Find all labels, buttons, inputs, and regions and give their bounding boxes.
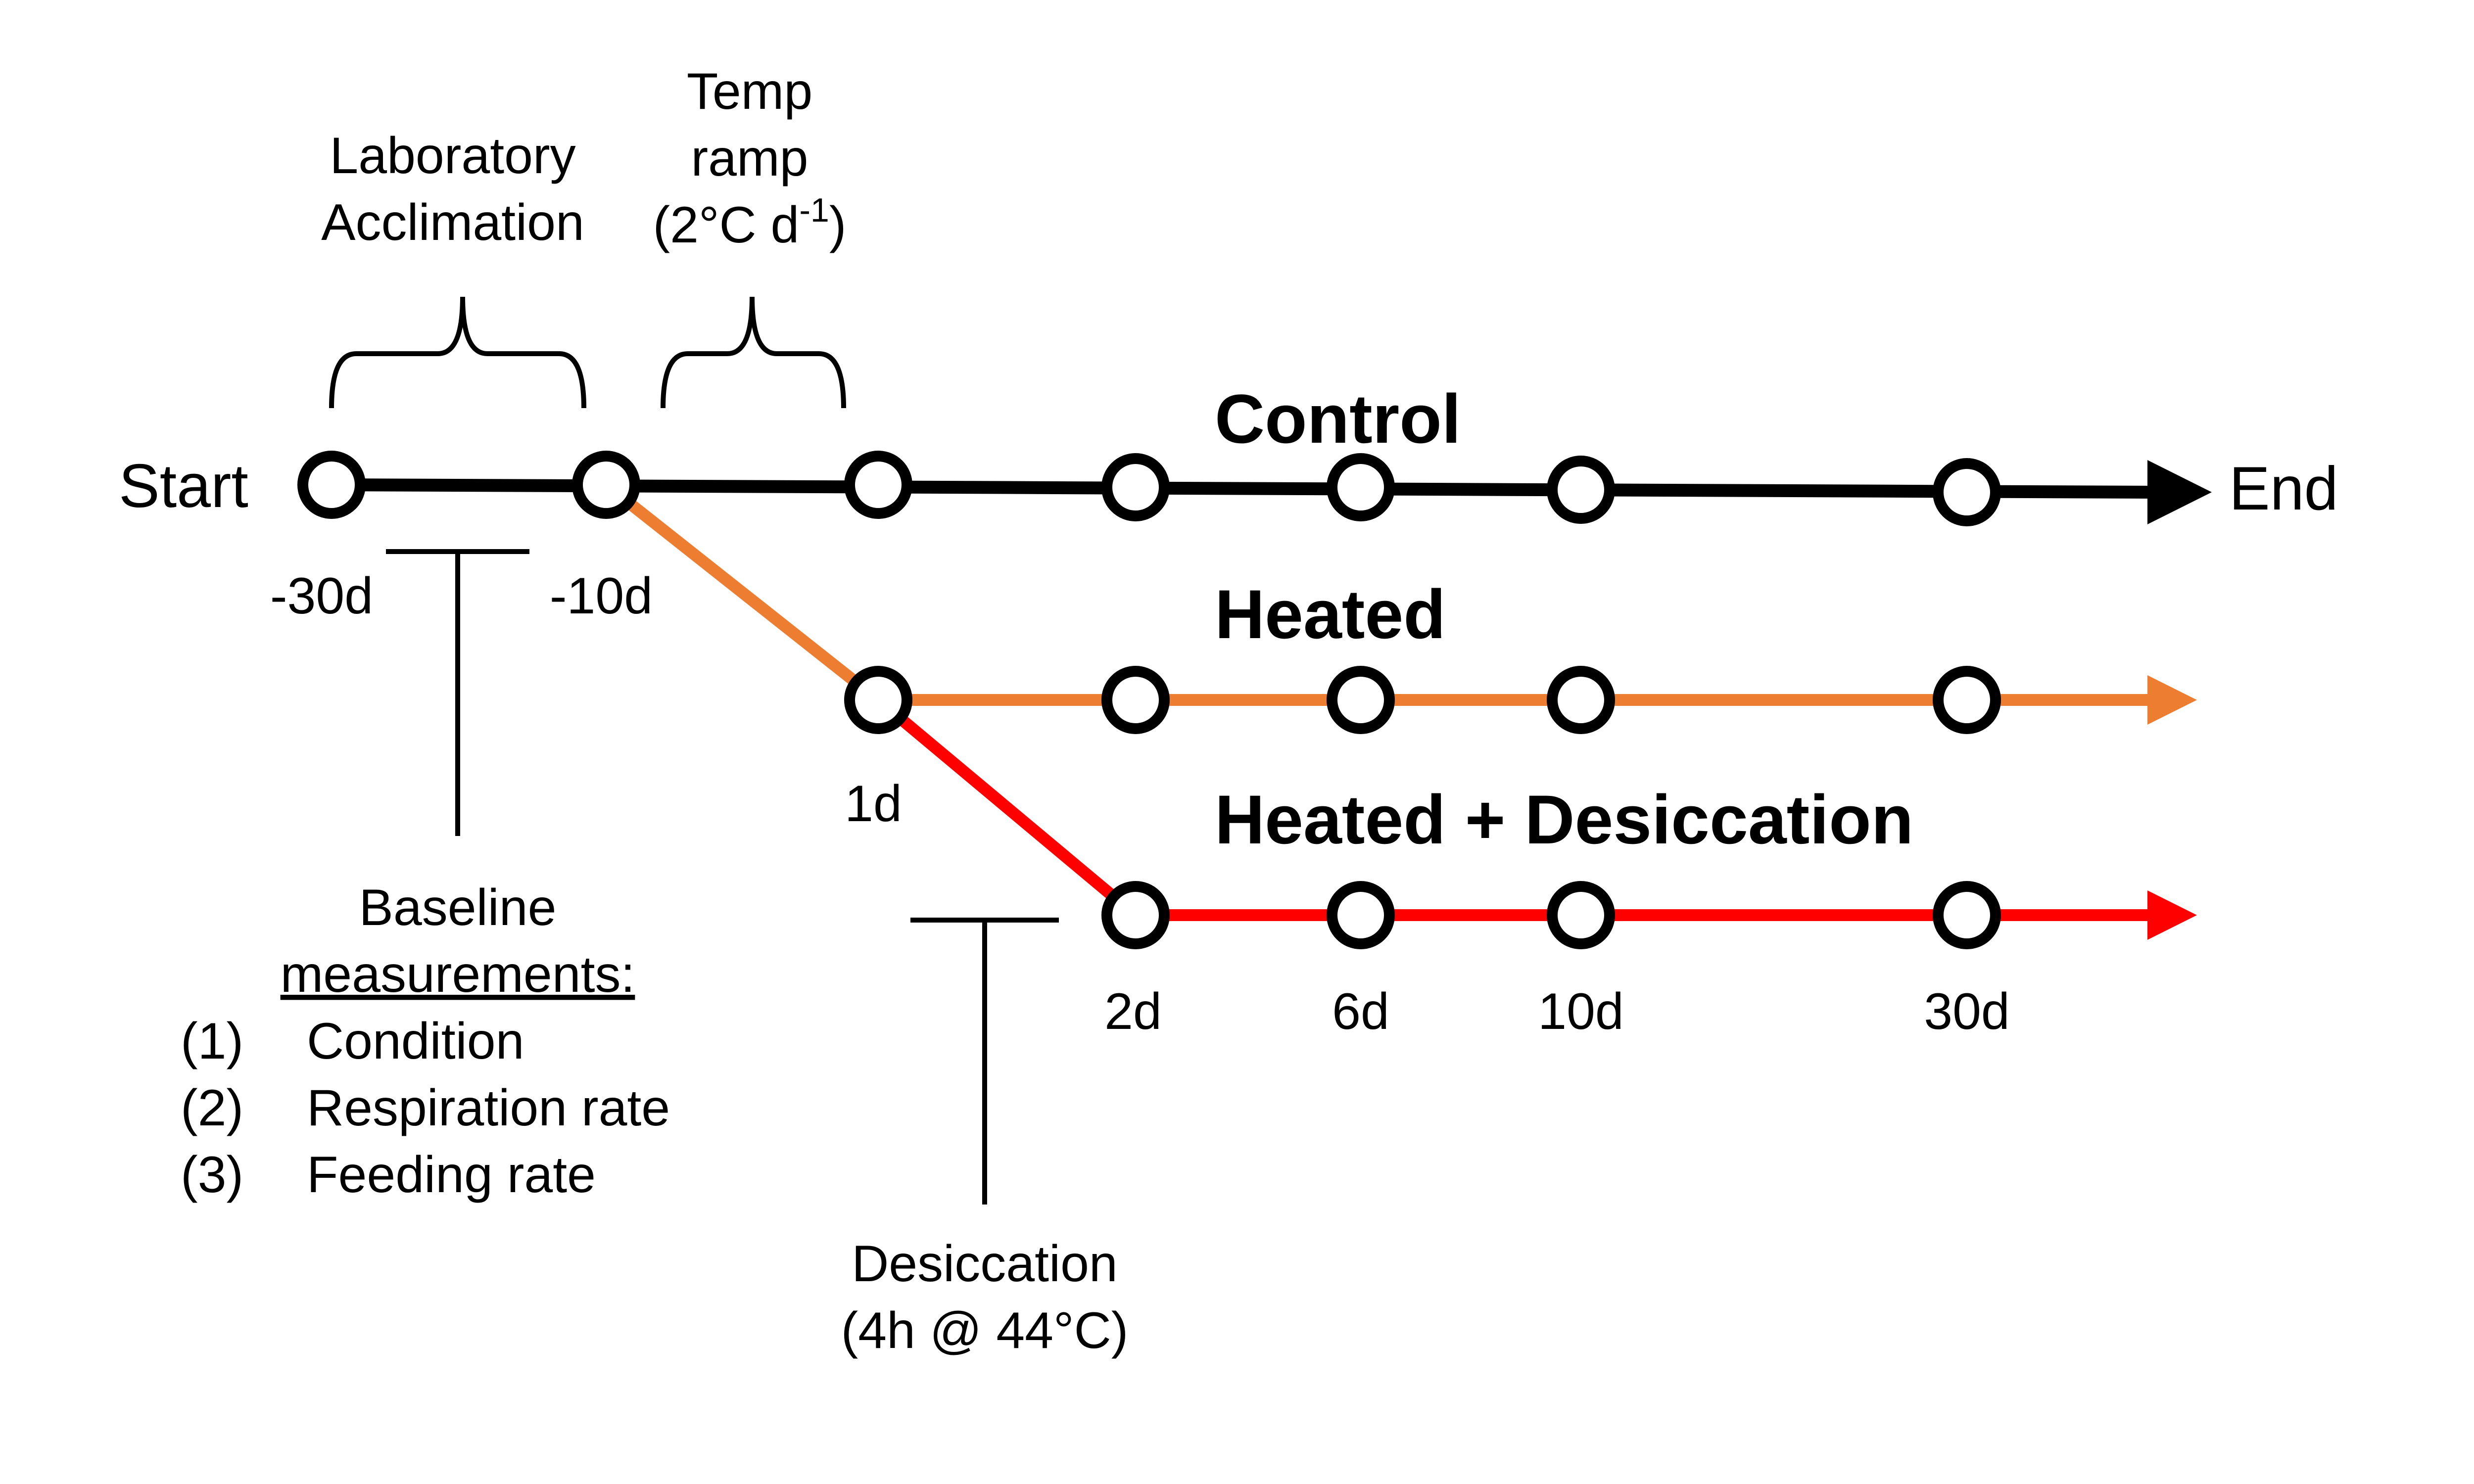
baseline-item-text: Respiration rate — [307, 1079, 670, 1137]
temp-ramp-label-line3: (2°C d-1) — [653, 191, 846, 254]
baseline-label-line1: Baseline — [359, 879, 557, 936]
end-label: End — [2229, 455, 2338, 523]
heated-node-10d — [1547, 666, 1615, 734]
temp-ramp-rate: (2°C d — [653, 196, 799, 254]
timepoint-10d: 10d — [1538, 983, 1624, 1040]
baseline-item-text: Feeding rate — [307, 1146, 596, 1204]
heated-node-2d — [1101, 666, 1170, 734]
desiccation-label-line2: (4h @ 44°C) — [841, 1302, 1129, 1359]
control-node-6d — [1327, 453, 1395, 521]
baseline-item-number: (3) — [181, 1146, 243, 1204]
temp-ramp-superscript: -1 — [799, 191, 829, 229]
control-node-2d — [1101, 453, 1170, 521]
temp-ramp-close-paren: ) — [829, 196, 847, 254]
desiccation-node-6d — [1327, 881, 1395, 949]
control-node-30d — [1933, 458, 2001, 526]
temp-ramp-label-line2: ramp — [691, 130, 809, 187]
desiccation-node-2d — [1101, 881, 1170, 949]
control-node-start — [297, 451, 366, 519]
heated-treatment-label: Heated — [1215, 575, 1446, 653]
desiccation-branch-diagonal — [872, 694, 1142, 921]
control-arrowhead — [2147, 460, 2212, 524]
control-node-minus10 — [572, 451, 640, 519]
acclimation-brace — [329, 296, 586, 409]
baseline-item-number: (2) — [181, 1079, 243, 1137]
desiccation-node-30d — [1933, 881, 2001, 949]
timepoint-1d: 1d — [845, 775, 902, 833]
control-node-10d — [1547, 456, 1615, 524]
timepoint-6d: 6d — [1332, 983, 1389, 1040]
heated-branch-diagonal — [600, 479, 884, 706]
heated-arrowhead — [2147, 675, 2197, 725]
timepoint-30d: 30d — [1924, 983, 2010, 1040]
temp-ramp-label-line1: Temp — [687, 63, 812, 120]
control-node-1d — [844, 451, 912, 519]
timepoint-minus10: -10d — [550, 567, 653, 625]
baseline-item-number: (1) — [181, 1013, 243, 1070]
acclimation-label-line2: Acclimation — [321, 194, 584, 251]
heated-node-1d — [844, 666, 912, 734]
start-label: Start — [119, 452, 248, 520]
desiccation-node-10d — [1547, 881, 1615, 949]
heated-desiccation-treatment-label: Heated + Desiccation — [1215, 781, 1913, 858]
heated-desiccation-arrowhead — [2147, 890, 2197, 940]
heated-node-6d — [1327, 666, 1395, 734]
timepoint-minus30: -30d — [270, 567, 373, 625]
baseline-item-text: Condition — [307, 1013, 524, 1070]
control-treatment-label: Control — [1215, 380, 1461, 458]
desiccation-label-line1: Desiccation — [852, 1235, 1118, 1293]
temp-ramp-brace — [661, 296, 846, 409]
heated-node-30d — [1933, 666, 2001, 734]
timepoint-2d: 2d — [1104, 983, 1162, 1040]
baseline-label-line2: measurements: — [281, 946, 635, 1003]
acclimation-label-line1: Laboratory — [330, 127, 575, 185]
